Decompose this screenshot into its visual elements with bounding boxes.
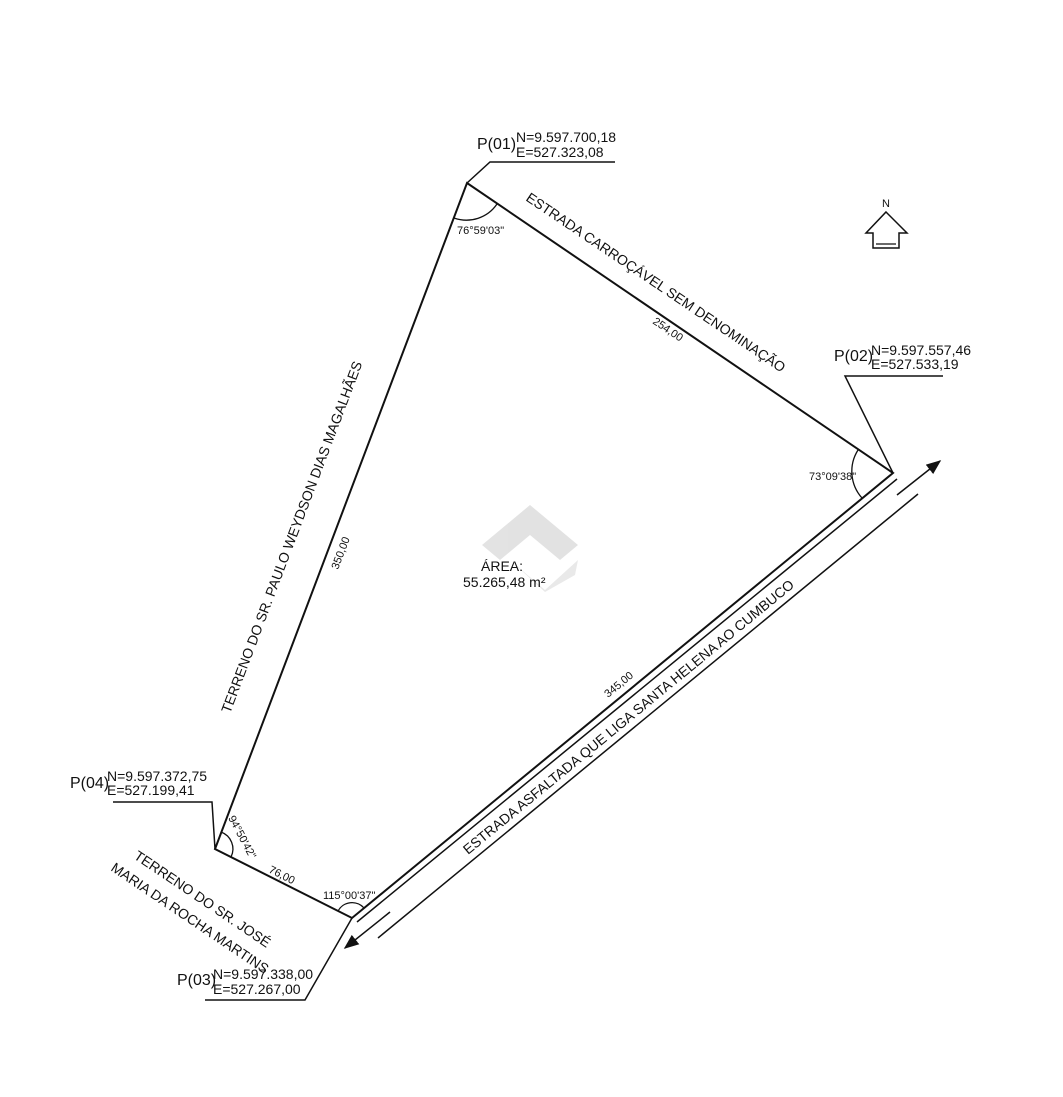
p01-angle: 76°59'03" bbox=[457, 225, 504, 237]
side-p02-p03: 345,00 bbox=[602, 670, 636, 701]
north-arrow-icon bbox=[864, 210, 909, 249]
area-label: ÁREA: bbox=[481, 558, 523, 574]
p02-id: P(02) bbox=[834, 348, 873, 365]
p01-north: N=9.597.700,18 bbox=[516, 129, 616, 145]
p02-angle: 73°09'38" bbox=[809, 471, 856, 483]
angle-arc-p04 bbox=[220, 831, 234, 858]
p02-east: E=527.533,19 bbox=[871, 356, 959, 372]
road-arrow-sw bbox=[343, 911, 391, 949]
leader-p03 bbox=[205, 917, 353, 1001]
road-arrow-ne bbox=[896, 460, 942, 496]
p01-east: E=527.323,08 bbox=[516, 144, 604, 160]
p02-north: N=9.597.557,46 bbox=[871, 342, 971, 358]
angle-arc-p03 bbox=[337, 902, 365, 912]
road-edge-line bbox=[356, 478, 898, 923]
angle-arc-p01 bbox=[453, 203, 498, 221]
boundary-north-east: ESTRADA CARROÇÁVEL SEM DENOMINAÇÃO bbox=[523, 189, 788, 375]
p04-angle: 94°50'42" bbox=[225, 814, 258, 861]
p04-east: E=527.199,41 bbox=[107, 782, 195, 798]
angle-arc-p02 bbox=[851, 449, 863, 499]
p03-east: E=527.267,00 bbox=[213, 981, 301, 997]
area-value: 55.265,48 m² bbox=[463, 574, 546, 590]
leader-p01 bbox=[466, 161, 615, 184]
watermark-logo bbox=[482, 505, 578, 592]
p01-id: P(01) bbox=[477, 136, 516, 153]
leader-p04 bbox=[113, 801, 216, 850]
boundary-south-east: ESTRADA ASFALTADA QUE LIGA SANTA HELENA … bbox=[460, 576, 797, 857]
side-p04-p01: 350,00 bbox=[330, 535, 353, 571]
p03-north: N=9.597.338,00 bbox=[213, 966, 313, 982]
p03-id: P(03) bbox=[177, 972, 216, 989]
p04-north: N=9.597.372,75 bbox=[107, 768, 207, 784]
p04-id: P(04) bbox=[70, 775, 109, 792]
p03-angle: 115°00'37" bbox=[323, 890, 376, 902]
leader-p02 bbox=[843, 375, 943, 474]
road-centerline bbox=[377, 493, 919, 939]
boundary-south-line2: MARIA DA ROCHA MARTINS bbox=[108, 859, 272, 977]
north-label: N bbox=[882, 198, 890, 210]
